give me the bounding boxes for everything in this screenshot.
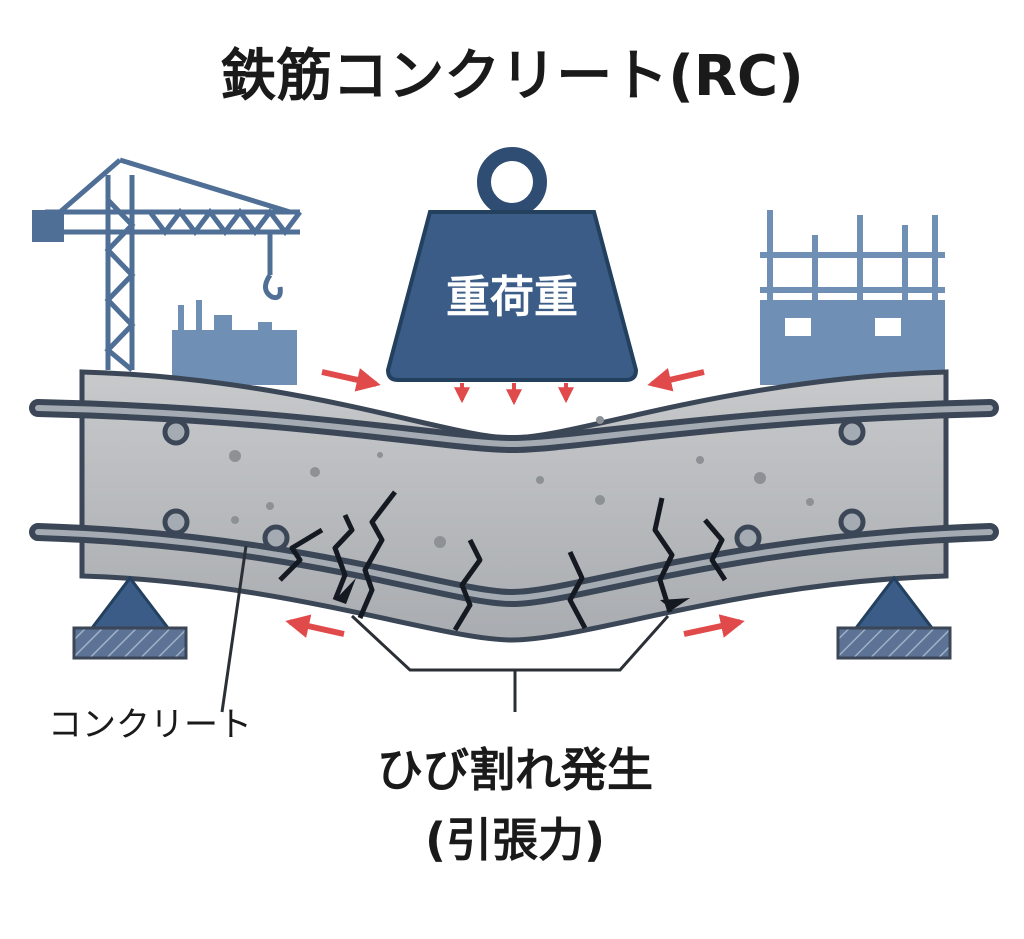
weight-icon [385, 147, 639, 382]
concrete-beam [79, 369, 949, 643]
concrete-callout-line [220, 545, 248, 713]
crack-icon [278, 490, 728, 632]
crane-counterweight [32, 210, 64, 242]
crack-icon-heavy [335, 578, 690, 610]
load-arrows [454, 383, 574, 406]
concrete-aggregate [229, 416, 814, 548]
support-icon-left [72, 575, 188, 660]
support-icon-right [836, 575, 952, 660]
crane-icon [45, 157, 302, 372]
compression-arrows [321, 367, 705, 392]
rebar-section-icon [162, 418, 866, 552]
crack-label-line2: (引張力) [425, 813, 605, 867]
building-icon-left [172, 300, 297, 385]
page-title: 鉄筋コンクリート(RC) [220, 44, 803, 109]
concrete-label: コンクリート [48, 705, 252, 745]
crack-label-line1: ひび割れ発生 [377, 743, 653, 797]
tension-arrows [285, 614, 745, 638]
weight-label: 重荷重 [446, 272, 578, 323]
building-icon-right [760, 210, 945, 385]
